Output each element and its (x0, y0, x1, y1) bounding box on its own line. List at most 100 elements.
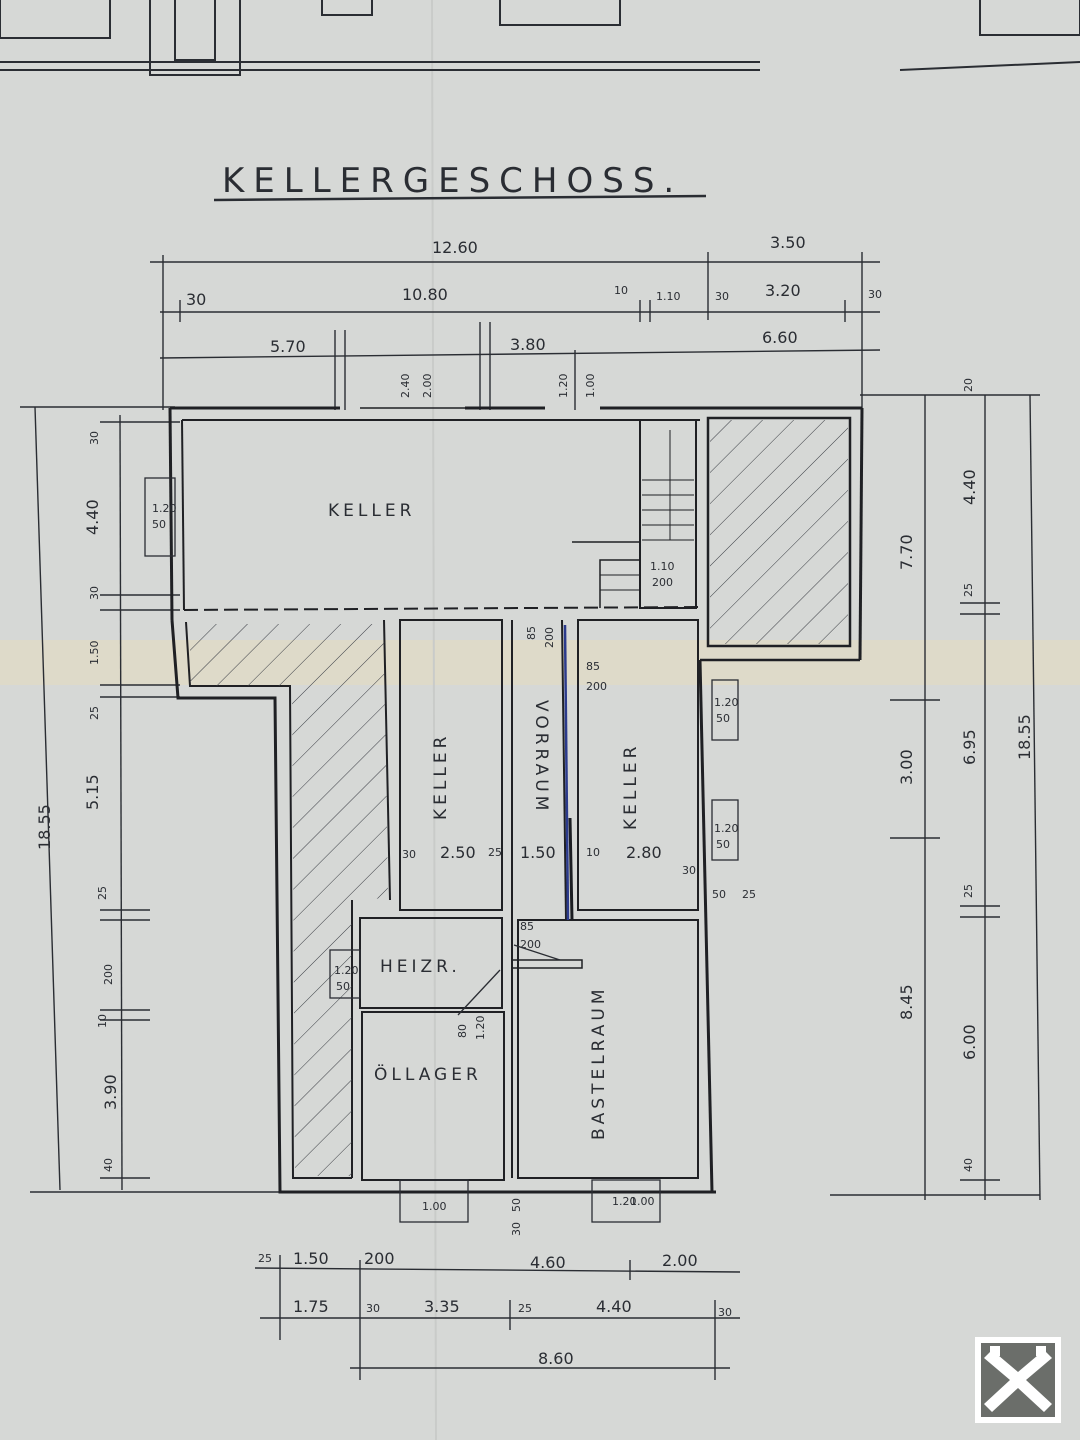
dim-top-6-60: 6.60 (762, 328, 798, 347)
dim-right-window-50b: 50 (716, 838, 730, 851)
dim-heizr-window-50: 50 (336, 980, 350, 993)
dim-right-25a: 25 (962, 583, 975, 597)
dim-right-50: 50 (712, 888, 726, 901)
dim-bottom-1-75: 1.75 (293, 1297, 329, 1316)
dim-top-3-80: 3.80 (510, 335, 546, 354)
dim-door-200c: 200 (520, 938, 541, 951)
dim-top-1-20: 1.20 (557, 374, 570, 399)
dim-heizr-door-1-20: 1.20 (474, 1016, 487, 1041)
dim-bottom-25b: 25 (518, 1302, 532, 1315)
dim-top-2-00: 2.00 (421, 374, 434, 399)
blue-ink-line (563, 624, 570, 921)
plan-title: KELLERGESCHOSS. (222, 161, 683, 201)
hatched-area-lower-left (190, 624, 388, 1176)
dim-door-85a: 85 (525, 626, 538, 640)
dim-bottom-30b: 30 (718, 1306, 732, 1319)
dim-left-30b: 30 (88, 586, 101, 600)
dim-right-total: 18.55 (1015, 714, 1034, 760)
room-label-keller-main: KELLER (328, 501, 415, 521)
dim-top-1-00: 1.00 (584, 374, 597, 399)
dim-bottom-50: 50 (510, 1198, 523, 1212)
dim-top-30c: 30 (868, 288, 882, 301)
dim-right-7-70: 7.70 (897, 534, 916, 570)
dim-left-3-90: 3.90 (101, 1074, 120, 1110)
dim-bottom-8-60: 8.60 (538, 1349, 574, 1368)
dim-top-1-10: 1.10 (656, 290, 681, 303)
dim-right-30: 30 (682, 864, 696, 877)
dim-window-50: 50 (152, 518, 166, 531)
dim-bottom-window-1-00: 1.00 (422, 1200, 447, 1213)
dim-inner-2-80: 2.80 (626, 843, 662, 862)
room-label-vorraum: VORRAUM (531, 700, 551, 814)
dim-left-200: 200 (102, 964, 115, 985)
dim-right-window-1-20a: 1.20 (714, 696, 739, 709)
dim-bottom-200: 200 (364, 1249, 395, 1268)
dim-heizr-window-1-20: 1.20 (334, 964, 359, 977)
dim-left-40: 40 (102, 1158, 115, 1172)
raiffeisen-logo-icon (975, 1337, 1061, 1423)
dim-stair-200: 200 (652, 576, 673, 589)
dim-bottom-1-50: 1.50 (293, 1249, 329, 1268)
dim-bottom-4-60: 4.60 (530, 1253, 566, 1272)
room-label-bastelraum: BASTELRAUM (589, 985, 609, 1140)
dim-top-30a: 30 (186, 290, 206, 309)
hatched-area-upper-right (710, 420, 848, 644)
bottom-dimension-lines (254, 1255, 741, 1380)
dim-inner-2-50: 2.50 (440, 843, 476, 862)
dim-left-25a: 25 (88, 706, 101, 720)
dim-door-85c: 85 (520, 920, 534, 933)
dim-right-4-40: 4.40 (960, 469, 979, 505)
dim-left-30a: 30 (88, 431, 101, 445)
dim-right-window-50a: 50 (716, 712, 730, 725)
opening-markers (144, 477, 739, 1223)
door-line (568, 817, 574, 921)
dim-top-10: 10 (614, 284, 628, 297)
dim-left-25b: 25 (96, 886, 109, 900)
dim-right-6-95: 6.95 (960, 729, 979, 765)
dim-right-25b: 25 (962, 884, 975, 898)
dim-top-3-20: 3.20 (765, 281, 801, 300)
dim-left-1-50: 1.50 (88, 641, 101, 666)
dim-inner-30: 30 (402, 848, 416, 861)
dim-window-1-20: 1.20 (152, 502, 177, 515)
dim-inner-1-50: 1.50 (520, 843, 556, 862)
dim-top-12-60: 12.60 (432, 238, 478, 257)
dim-bottom-30a: 30 (366, 1302, 380, 1315)
walls (168, 406, 864, 1194)
left-dimension-lines (20, 406, 280, 1193)
dim-heizr-door-80: 80 (456, 1024, 469, 1038)
dim-top-30b: 30 (715, 290, 729, 303)
room-label-oellager: ÖLLAGER (374, 1063, 482, 1085)
dim-bottom-2-00: 2.00 (662, 1251, 698, 1270)
dim-stair-1-10: 1.10 (650, 560, 675, 573)
dim-right-window-1-20b: 1.20 (714, 822, 739, 835)
dim-inner-10: 10 (586, 846, 600, 859)
dim-bottom-4-40: 4.40 (596, 1297, 632, 1316)
dim-right-8-45: 8.45 (897, 984, 916, 1020)
dim-right-20: 20 (962, 378, 975, 392)
dim-bottom-window-1-00b: 1.00 (630, 1195, 655, 1208)
dim-bottom-25a: 25 (258, 1252, 272, 1265)
fold-vertical (431, 0, 437, 1440)
dim-right-3-00: 3.00 (897, 749, 916, 785)
dim-right-6-00: 6.00 (960, 1024, 979, 1060)
dim-top-2-40: 2.40 (399, 374, 412, 399)
right-dimension-lines (830, 394, 1041, 1201)
dim-right-25: 25 (742, 888, 756, 901)
dim-door-200b: 200 (586, 680, 607, 693)
room-label-keller-right: KELLER (621, 743, 641, 830)
dim-top-3-50: 3.50 (770, 233, 806, 252)
room-label-heizr: HEIZR. (380, 957, 461, 977)
dim-left-10: 10 (96, 1014, 109, 1028)
top-dimension-lines (150, 252, 881, 410)
elevation-fragment (0, 0, 1080, 76)
dim-door-85b: 85 (586, 660, 600, 673)
dim-top-5-70: 5.70 (270, 337, 306, 356)
dim-bottom-3-35: 3.35 (424, 1297, 460, 1316)
room-label-keller-left: KELLER (431, 733, 451, 820)
dim-door-200a: 200 (543, 627, 556, 648)
dim-top-10-80: 10.80 (402, 285, 448, 304)
